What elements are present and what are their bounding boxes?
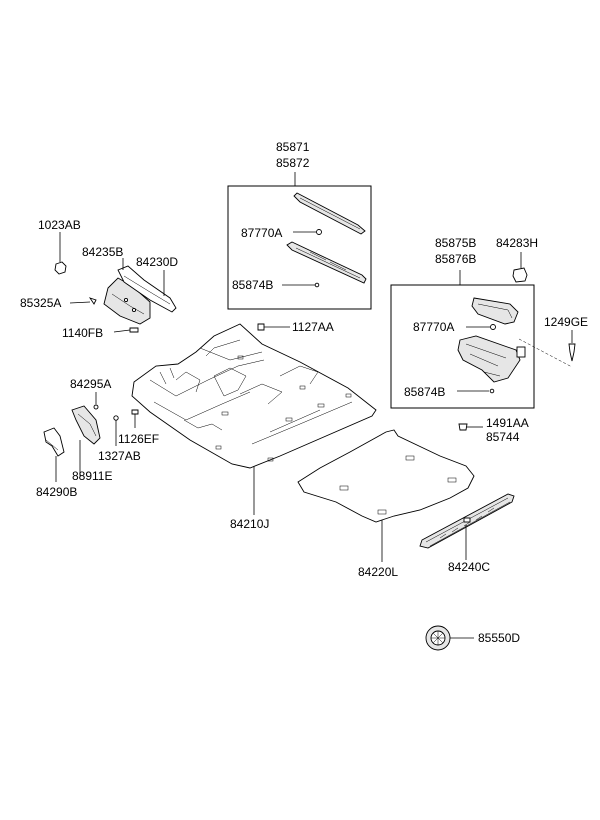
- sill-bracket: [457, 335, 521, 383]
- clip-block: [516, 346, 526, 358]
- label-84230d: 84230D: [136, 255, 178, 269]
- end-cap: [471, 297, 519, 325]
- clip-1491aa: [458, 423, 483, 431]
- screw-87770a-1: [316, 229, 322, 235]
- screw-87770a-2: [490, 324, 496, 330]
- label-85872: 85872: [276, 156, 310, 170]
- label-84283h: 84283H: [496, 236, 538, 250]
- label-85325a: 85325A: [20, 296, 61, 310]
- label-84295a: 84295A: [70, 377, 111, 391]
- label-85874b-2: 85874B: [404, 385, 445, 399]
- label-87770a-2: 87770A: [413, 320, 454, 334]
- trim-88911e: [71, 405, 101, 445]
- label-88911e: 88911E: [72, 469, 112, 483]
- label-84235b: 84235B: [82, 245, 123, 259]
- label-1126ef: 1126EF: [118, 432, 159, 446]
- screw-1126ef: [131, 409, 139, 415]
- part-group-85871: [227, 172, 372, 310]
- screw-1127aa: [257, 323, 290, 331]
- fastener-1327ab: [113, 415, 119, 421]
- label-85871: 85871: [276, 140, 310, 154]
- group-box-85871: [227, 185, 372, 310]
- label-1140fb: 1140FB: [62, 326, 103, 340]
- label-85744: 85744: [486, 430, 520, 444]
- screw-1249ge: [568, 330, 576, 362]
- group-box-85875b: [390, 284, 535, 409]
- part-group-84295a: [43, 392, 139, 482]
- scuff-plate-84240c: [419, 493, 515, 560]
- label-85550d: 85550D: [478, 631, 520, 645]
- bracket-84290b: [43, 427, 65, 457]
- cover-84283h: [512, 267, 528, 283]
- nut-1023ab: [54, 261, 67, 275]
- label-84290b: 84290B: [36, 485, 77, 499]
- screw-85325a: [88, 297, 97, 305]
- floor-carpet-84210j: [131, 323, 377, 515]
- label-87770a-1: 87770A: [241, 226, 282, 240]
- clip-85874b-1: [314, 282, 320, 288]
- part-group-84235b: [54, 232, 177, 333]
- label-1249ge: 1249GE: [544, 315, 588, 329]
- clip-84295a: [93, 404, 99, 410]
- label-84240c: 84240C: [448, 560, 490, 574]
- label-84220l: 84220L: [358, 565, 398, 579]
- label-85875b: 85875B: [435, 236, 476, 250]
- label-1491aa: 1491AA: [486, 416, 529, 430]
- clip-85874b-2: [489, 388, 495, 394]
- label-1127aa: 1127AA: [292, 320, 334, 334]
- label-85874b-1: 85874B: [232, 278, 273, 292]
- label-84210j: 84210J: [230, 517, 269, 531]
- label-1023ab: 1023AB: [38, 218, 81, 232]
- bracket-84230d: [117, 265, 177, 313]
- rear-carpet-84220l: [297, 429, 475, 562]
- damper-85550d: [425, 625, 474, 651]
- part-group-85875b: [390, 252, 573, 409]
- label-1327ab: 1327AB: [98, 449, 141, 463]
- screw-1140fb: [129, 327, 139, 333]
- label-85876b: 85876B: [435, 252, 476, 266]
